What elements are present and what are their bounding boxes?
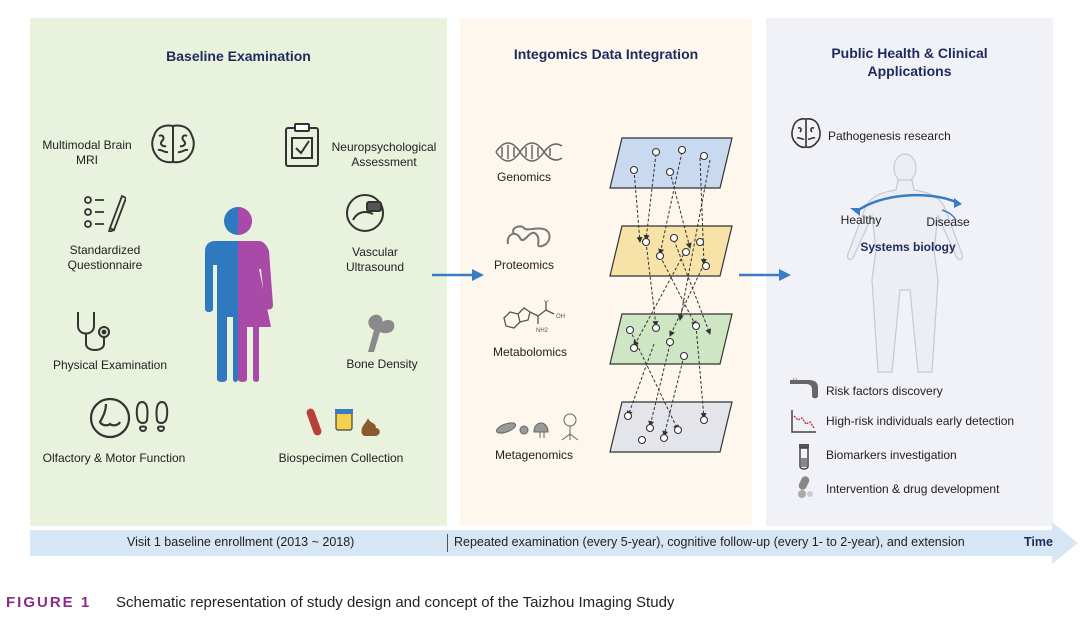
ultrasound-label: Vascular Ultrasound xyxy=(345,245,405,274)
proteomics-layer xyxy=(609,225,733,277)
metagenomics-label: Metagenomics xyxy=(494,448,574,462)
flow-arrow-1 xyxy=(432,269,484,281)
brain-mri-label: Multimodal Brain MRI xyxy=(42,138,132,167)
biospecimen-icon xyxy=(306,408,380,436)
high-risk-label: High-risk individuals early detection xyxy=(826,414,1015,428)
ultrasound-icon xyxy=(346,194,384,232)
intervention-label: Intervention & drug development xyxy=(826,482,1000,496)
molecule-oh-text: OH xyxy=(556,314,565,320)
clipboard-icon xyxy=(285,123,319,167)
proteomics-label: Proteomics xyxy=(493,258,555,272)
timeline-arrowhead xyxy=(1052,522,1078,564)
molecule-icon: OH NH2 O xyxy=(503,300,565,334)
chart-icon xyxy=(791,410,816,433)
molecule-o-text: O xyxy=(544,300,549,304)
healthy-label: Healthy xyxy=(840,213,882,227)
genomics-label: Genomics xyxy=(496,170,552,184)
olfactory-motor-label: Olfactory & Motor Function xyxy=(42,451,186,465)
metabolomics-label: Metabolomics xyxy=(492,345,568,359)
molecule-nh2-text: NH2 xyxy=(536,328,549,334)
timeline-visit1: Visit 1 baseline enrollment (2013 ~ 2018… xyxy=(127,535,355,549)
systems-biology-label: Systems biology xyxy=(860,240,956,254)
dna-icon xyxy=(495,142,563,162)
stethoscope-icon xyxy=(77,312,110,351)
brain-small-icon xyxy=(791,118,821,149)
timeline-repeated: Repeated examination (every 5-year), cog… xyxy=(454,535,965,549)
footprints-icon xyxy=(135,400,169,432)
pipe-icon xyxy=(790,378,818,399)
timeline-divider xyxy=(447,534,448,552)
pathogenesis-label: Pathogenesis research xyxy=(828,129,951,143)
timeline-bar xyxy=(30,530,1052,556)
timeline-time: Time xyxy=(1024,535,1053,549)
figure-label: FIGURE 1 xyxy=(6,594,92,611)
human-body-figure xyxy=(847,153,963,373)
integration-title: Integomics Data Integration xyxy=(513,46,699,62)
baseline-title: Baseline Examination xyxy=(166,48,311,64)
applications-title: Public Health & Clinical Applications xyxy=(831,45,988,79)
disease-label: Disease xyxy=(926,215,970,229)
physical-exam-label: Physical Examination xyxy=(52,358,168,372)
pill-icon xyxy=(798,476,813,498)
figure-caption: Schematic representation of study design… xyxy=(116,594,675,611)
questionnaire-icon xyxy=(84,194,126,232)
brain-icon xyxy=(151,124,195,164)
genomics-layer xyxy=(609,137,733,189)
male-female-figure xyxy=(205,207,273,382)
neuropsych-label: Neuropsychological Assessment xyxy=(331,140,437,169)
risk-factors-label: Risk factors discovery xyxy=(826,384,943,398)
test-tube-icon xyxy=(799,444,809,470)
flow-arrow-2 xyxy=(739,269,791,281)
microbes-icon xyxy=(496,413,579,441)
biomarkers-label: Biomarkers investigation xyxy=(826,448,957,462)
biospecimen-label: Biospecimen Collection xyxy=(278,451,404,465)
omics-network xyxy=(609,137,733,453)
protein-icon xyxy=(506,225,551,248)
nose-icon xyxy=(89,397,131,439)
bone-icon xyxy=(368,314,395,352)
questionnaire-label: Standardized Questionnaire xyxy=(67,243,143,272)
bone-density-label: Bone Density xyxy=(346,357,418,371)
